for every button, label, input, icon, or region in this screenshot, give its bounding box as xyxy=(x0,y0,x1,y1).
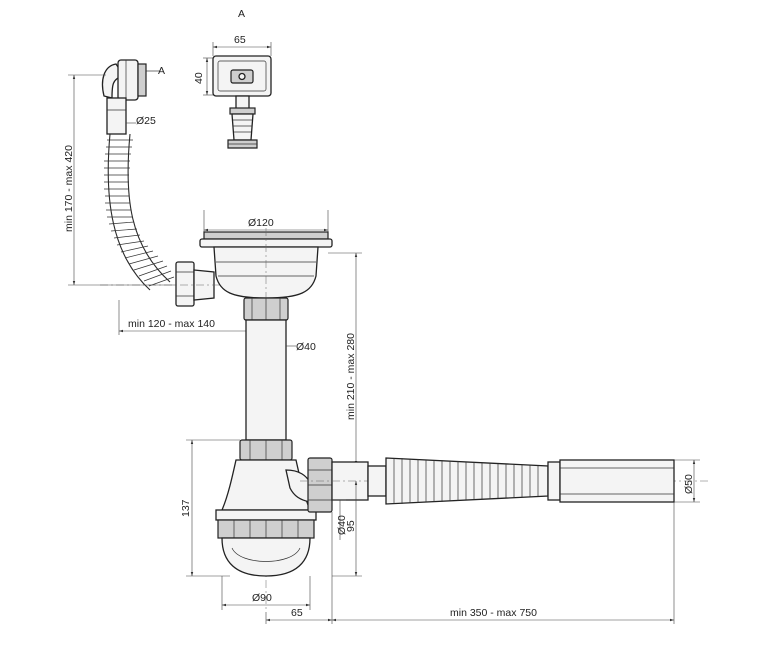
pipe-height-label: min 210 - max 280 xyxy=(345,333,357,420)
outlet-diameter-label: Ø40 xyxy=(336,515,348,535)
trap-height-label: 137 xyxy=(180,499,192,517)
reach-dimension: min 120 - max 140 xyxy=(118,300,267,335)
detail-view-a: A 65 40 xyxy=(193,8,272,149)
pipe-diameter-label: Ø40 xyxy=(296,341,316,353)
overflow-height-label: min 170 - max 420 xyxy=(63,145,75,232)
drain-hose-length-label: min 350 - max 750 xyxy=(450,607,537,619)
view-a-label: A xyxy=(238,8,245,20)
drain-hose: Ø50 min 350 - max 750 xyxy=(332,457,700,624)
sink-diameter-label: Ø120 xyxy=(248,217,274,229)
overflow-head xyxy=(117,59,139,101)
trap-cup xyxy=(221,537,311,577)
standpipe xyxy=(245,319,287,441)
drain-hose-end-sleeve xyxy=(559,459,675,503)
drain-hose-ribs xyxy=(393,458,539,504)
trap-offset-label: 65 xyxy=(291,607,303,619)
overflow-hose-ribs xyxy=(104,139,175,287)
outlet-height-label: 95 xyxy=(345,520,357,532)
sink-reach-label: min 120 - max 140 xyxy=(128,318,215,330)
overflow-assembly: A Ø25 min 170 - max 420 xyxy=(63,59,248,307)
sink-strainer: Ø120 xyxy=(199,210,333,610)
overflow-section-marker: A xyxy=(158,65,165,77)
vertical-pipe: Ø40 min 210 - max 280 xyxy=(239,252,362,465)
drain-end-diameter-label: Ø50 xyxy=(683,474,695,494)
overflow-connection-nut xyxy=(175,261,195,307)
trap-bottom-diameter-label: Ø90 xyxy=(252,592,272,604)
detail-a-height-label: 40 xyxy=(193,72,205,84)
detail-a-width-label: 65 xyxy=(234,34,246,46)
overflow-diameter-label: Ø25 xyxy=(136,115,156,127)
